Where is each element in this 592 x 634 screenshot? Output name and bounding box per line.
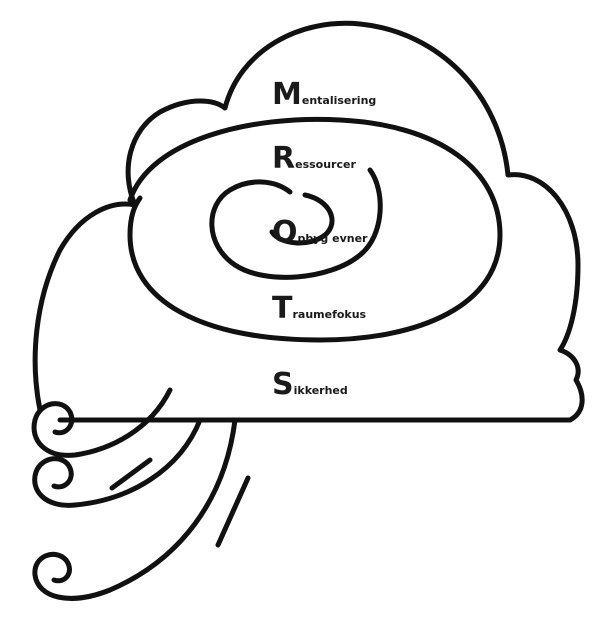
svg-text:Traumefokus: Traumefokus <box>272 291 367 326</box>
svg-text:Sikkerhed: Sikkerhed <box>272 367 348 402</box>
term-rest: raumefokus <box>292 308 366 321</box>
term-rest: ikkerhed <box>294 384 348 397</box>
svg-text:Opbyg evner: Opbyg evner <box>272 215 368 250</box>
spiral-outer-ring <box>130 119 500 340</box>
term-rest: essourcer <box>295 158 356 171</box>
term-rest: pbyg evner <box>298 232 369 245</box>
term-initial: O <box>272 215 298 250</box>
term-sikkerhed: Sikkerhed <box>272 367 348 402</box>
term-initial: T <box>272 291 293 326</box>
term-traumefokus: Traumefokus <box>272 291 367 326</box>
wind-streak-long <box>218 478 248 545</box>
wind-swirl-bottom <box>35 420 235 598</box>
term-initial: R <box>272 141 295 176</box>
term-initial: M <box>272 77 302 112</box>
term-ressourcer: Ressourcer <box>272 141 356 176</box>
svg-text:Ressourcer: Ressourcer <box>272 141 356 176</box>
term-mentalisering: Mentalisering <box>272 77 376 112</box>
wind-swirl-top <box>34 390 170 455</box>
term-initial: S <box>272 367 294 402</box>
term-rest: entalisering <box>302 94 376 107</box>
svg-text:Mentalisering: Mentalisering <box>272 77 376 112</box>
term-opbyg-evner: Opbyg evner <box>272 215 368 250</box>
